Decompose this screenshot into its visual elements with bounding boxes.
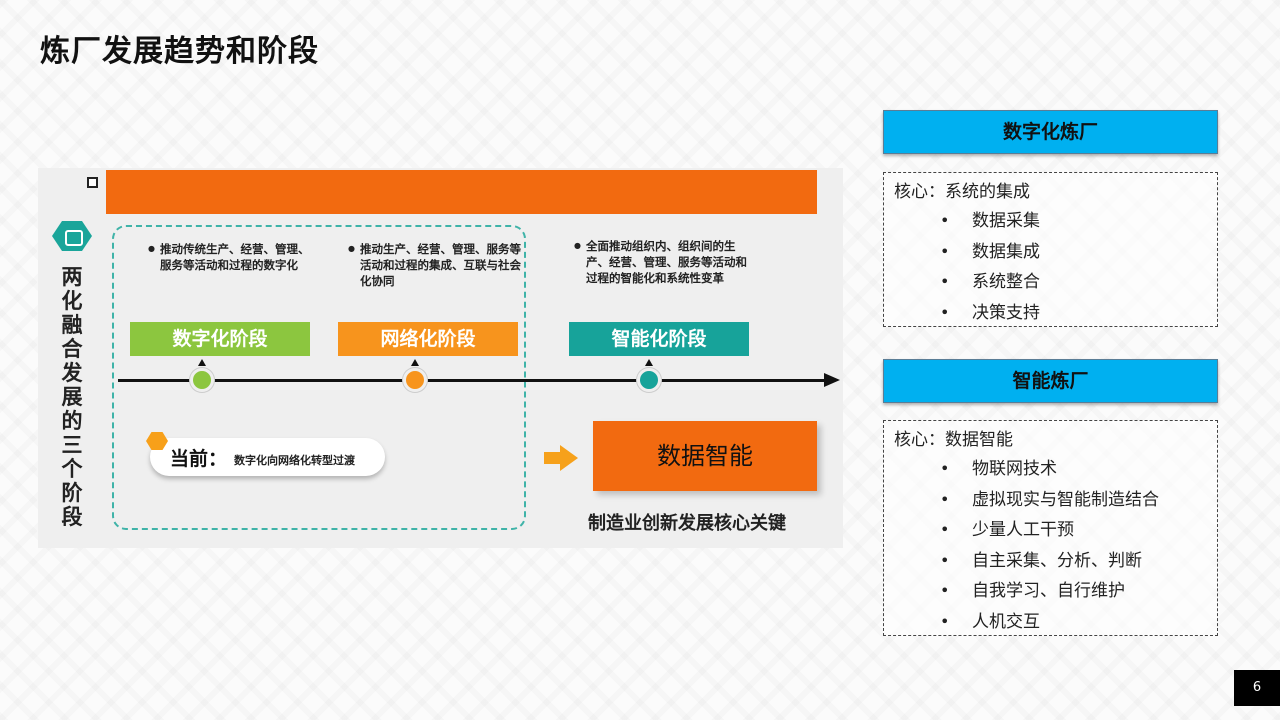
current-label: 当前：: [170, 448, 228, 470]
stage-description-digital: 推动传统生产、经营、管理、服务等活动和过程的数字化: [148, 241, 318, 273]
timeline-node-network: [403, 368, 427, 392]
card-heading-digital-refinery: 数字化炼厂: [883, 110, 1218, 154]
side-label: 两化融合发展的三个阶段: [61, 265, 83, 529]
card-body-digital-refinery: 核心：系统的集成 数据采集 数据集成 系统整合 决策支持: [883, 172, 1218, 328]
square-icon: [87, 177, 98, 188]
list-item: 人机交互: [894, 607, 1217, 638]
arrow-right-icon: [544, 445, 578, 471]
list-item: 虚拟现实与智能制造结合: [894, 485, 1217, 516]
stage-description-smart: 全面推动组织内、组织间的生产、经营、管理、服务等活动和过程的智能化和系统性变革: [574, 238, 754, 286]
current-scope-frame: [112, 225, 526, 530]
timeline-line: [118, 379, 828, 382]
current-status-pill: [150, 438, 385, 476]
list-item: 系统整合: [894, 267, 1217, 298]
list-item: 数据集成: [894, 237, 1217, 268]
card-core: 核心：系统的集成: [894, 182, 1030, 202]
stage-digital: 数字化阶段: [130, 322, 310, 356]
card-list: 数据采集 数据集成 系统整合 决策支持: [894, 206, 1217, 328]
arrow-right-icon: [824, 373, 840, 387]
list-item: 物联网技术: [894, 454, 1217, 485]
list-item: 自我学习、自行维护: [894, 576, 1217, 607]
tick-icon: [411, 359, 419, 366]
stage-network: 网络化阶段: [338, 322, 518, 356]
card-list: 物联网技术 虚拟现实与智能制造结合 少量人工干预 自主采集、分析、判断 自我学习…: [894, 454, 1217, 637]
card-core: 核心：数据智能: [894, 430, 1013, 450]
hexagon-icon: [146, 432, 168, 450]
timeline-node-digital: [190, 368, 214, 392]
list-item: 决策支持: [894, 298, 1217, 329]
list-item: 少量人工干预: [894, 515, 1217, 546]
current-text: 数字化向网络化转型过渡: [234, 454, 355, 467]
list-item: 自主采集、分析、判断: [894, 546, 1217, 577]
card-heading-smart-refinery: 智能炼厂: [883, 359, 1218, 403]
timeline-node-smart: [637, 368, 661, 392]
highlight-box: 数据智能: [593, 421, 817, 491]
stage-smart: 智能化阶段: [569, 322, 749, 356]
list-item: 数据采集: [894, 206, 1217, 237]
tick-icon: [645, 359, 653, 366]
stage-description-network: 推动生产、经营、管理、服务等活动和过程的集成、互联与社会化协同: [348, 241, 528, 289]
card-body-smart-refinery: 核心：数据智能 物联网技术 虚拟现实与智能制造结合 少量人工干预 自主采集、分析…: [883, 420, 1218, 637]
stages-diagram: 两化融合发展的三个阶段 推动传统生产、经营、管理、服务等活动和过程的数字化 推动…: [38, 168, 843, 548]
page-title: 炼厂发展趋势和阶段: [40, 34, 319, 69]
hexagon-icon: [52, 221, 92, 251]
tick-icon: [198, 359, 206, 366]
highlight-caption: 制造业创新发展核心关键: [588, 513, 786, 534]
page-number: 6: [1234, 670, 1280, 706]
orange-header-bar: [106, 170, 817, 214]
